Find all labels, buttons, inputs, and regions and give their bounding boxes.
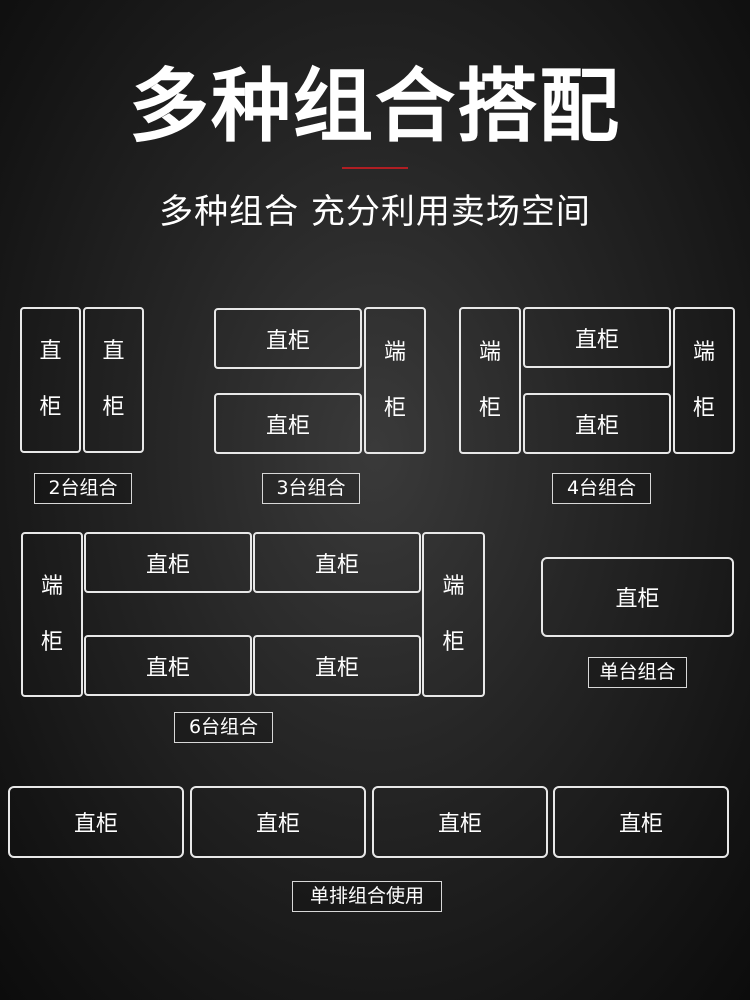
cabinet-char: 柜 [383, 395, 406, 421]
end-cabinet: 端 柜 [673, 307, 735, 454]
cabinet-char: 柜 [40, 629, 63, 655]
straight-cabinet: 直柜 [253, 635, 421, 696]
cabinet-char: 端 [478, 339, 501, 365]
end-cabinet: 端 柜 [459, 307, 521, 454]
page-title: 多种组合搭配 [129, 60, 621, 153]
end-cabinet: 端 柜 [364, 307, 426, 454]
cabinet-char: 柜 [478, 395, 501, 421]
straight-cabinet-vertical: 直 柜 [20, 307, 81, 453]
straight-cabinet: 直柜 [190, 786, 366, 858]
end-cabinet: 端 柜 [422, 532, 485, 697]
straight-cabinet: 直柜 [553, 786, 729, 858]
cabinet-char: 柜 [442, 629, 465, 655]
cabinet-char: 端 [383, 339, 406, 365]
straight-cabinet: 直柜 [523, 393, 671, 454]
end-cabinet: 端 柜 [21, 532, 83, 697]
accent-divider [342, 167, 408, 169]
straight-cabinet: 直柜 [214, 308, 362, 369]
page-subtitle: 多种组合 充分利用卖场空间 [159, 192, 591, 232]
cabinet-char: 端 [692, 339, 715, 365]
cabinet-char: 端 [442, 573, 465, 599]
straight-cabinet: 直柜 [541, 557, 734, 637]
straight-cabinet: 直柜 [214, 393, 362, 454]
caption-combo-4: 4台组合 [552, 473, 651, 504]
caption-combo-single: 单台组合 [588, 657, 687, 688]
caption-combo-3: 3台组合 [262, 473, 360, 504]
straight-cabinet: 直柜 [372, 786, 548, 858]
straight-cabinet-vertical: 直 柜 [83, 307, 144, 453]
straight-cabinet: 直柜 [84, 532, 252, 593]
straight-cabinet: 直柜 [523, 307, 671, 368]
cabinet-char: 柜 [102, 395, 125, 420]
straight-cabinet: 直柜 [253, 532, 421, 593]
straight-cabinet: 直柜 [8, 786, 184, 858]
caption-combo-row: 单排组合使用 [292, 881, 442, 912]
caption-combo-6: 6台组合 [174, 712, 273, 743]
cabinet-char: 直 [102, 339, 125, 364]
cabinet-char: 柜 [39, 395, 62, 420]
cabinet-char: 直 [39, 339, 62, 364]
straight-cabinet: 直柜 [84, 635, 252, 696]
cabinet-char: 柜 [692, 395, 715, 421]
cabinet-char: 端 [40, 573, 63, 599]
caption-combo-2: 2台组合 [34, 473, 132, 504]
